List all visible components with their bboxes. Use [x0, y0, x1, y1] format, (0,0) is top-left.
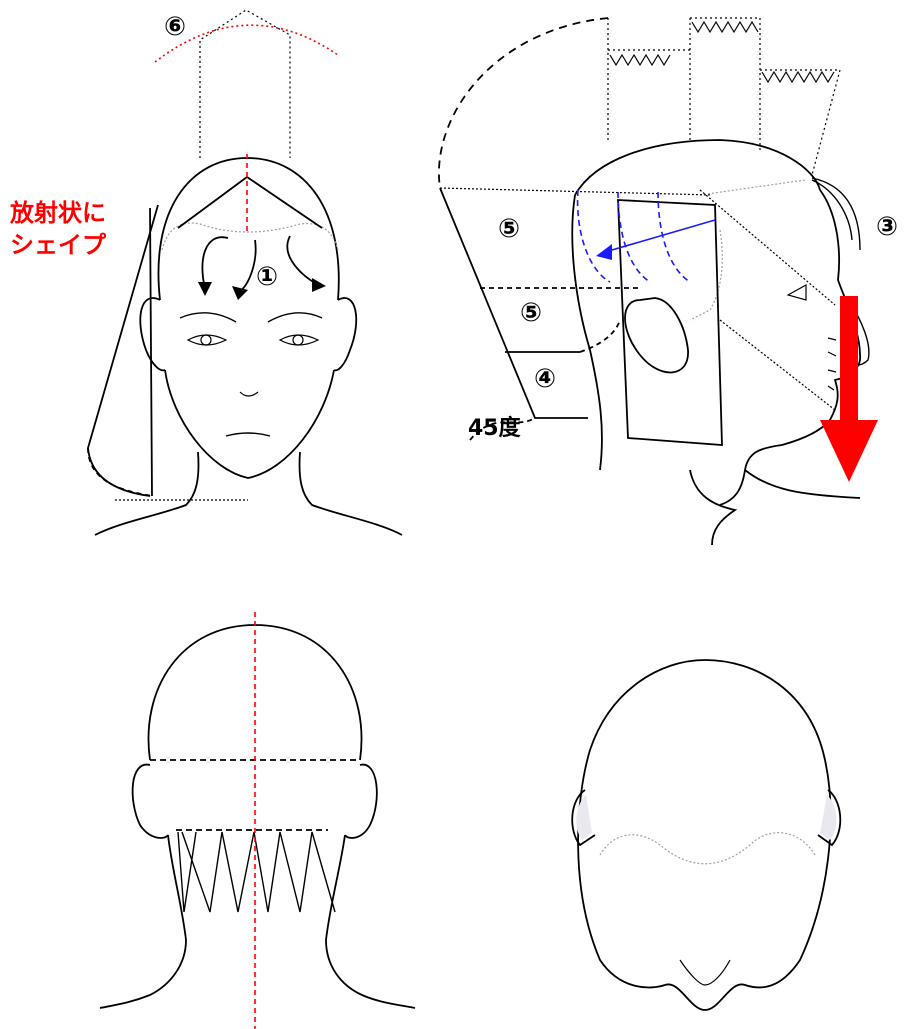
blue-dash-3 [657, 191, 691, 283]
radial-section-lines [177, 175, 323, 229]
crown-left-ear [571, 789, 596, 847]
front-mouth [225, 432, 271, 437]
side-head-outline [574, 139, 821, 196]
side-nape-dash [469, 417, 536, 441]
side-horizontal-guide [439, 187, 713, 196]
arrowhead-left [198, 282, 212, 296]
side-section-trapezoid [439, 187, 588, 419]
zigzag-3 [761, 70, 835, 84]
side-neck [719, 444, 861, 506]
angle-45-label: 45度 [468, 416, 521, 441]
back-view [99, 624, 416, 1009]
side-chin-ticks [827, 337, 837, 391]
back-zigzag-left [177, 831, 197, 913]
step-3-label: ③ [876, 212, 899, 242]
zigzag-2 [691, 20, 759, 34]
front-face [164, 369, 335, 479]
side-rect-box [617, 199, 723, 446]
crown-view [571, 659, 842, 1011]
curve-arrow-right [286, 235, 321, 287]
red-down-arrow [820, 296, 878, 482]
blue-arrowhead [596, 244, 612, 260]
side-back-of-head [571, 194, 603, 471]
side-diag-2 [719, 319, 836, 411]
crown-left-ear-fill [576, 795, 592, 840]
projection-col-2 [608, 18, 691, 140]
side-shape-dash [87, 447, 153, 497]
projection-col-4 [760, 69, 841, 176]
curve-arrow-mid [237, 239, 257, 294]
zigzag-1 [609, 53, 671, 67]
side-blue-guides [576, 189, 716, 283]
back-left-ear [131, 763, 169, 839]
crown-nape-detail [679, 959, 731, 986]
front-left-eyebrow [179, 312, 237, 323]
blue-dash-1 [576, 189, 611, 283]
step-1-label: ① [256, 262, 279, 292]
side-view [438, 17, 870, 546]
side-eye [786, 283, 807, 301]
side-elevation-arc [438, 17, 609, 189]
top-arc-guide [154, 24, 339, 63]
step-6-label: ⑥ [164, 12, 187, 42]
side-shoulder [689, 469, 738, 546]
crown-head-outline [577, 659, 832, 1011]
blue-dash-2 [617, 191, 651, 283]
step-5-top-label: ⑤ [498, 214, 521, 244]
front-neck [94, 451, 200, 536]
curve-arrow-left [201, 236, 229, 289]
front-right-eye [278, 334, 320, 346]
front-left-ear [139, 297, 166, 372]
back-right-ear [344, 763, 378, 839]
projection-col-3 [690, 17, 761, 150]
blue-arrow-line [604, 219, 716, 253]
back-right-side [325, 834, 416, 1009]
front-nose [239, 391, 259, 397]
front-projection-box [199, 9, 291, 158]
side-hair-strand [811, 177, 861, 251]
side-diag-1 [699, 189, 836, 306]
front-view [87, 9, 403, 536]
crown-right-ear [817, 789, 842, 847]
side-hairline [689, 179, 806, 321]
arrowhead-right [312, 278, 326, 292]
red-arrow-head [820, 420, 878, 482]
back-left-side [99, 834, 187, 1009]
front-neck-right [298, 451, 403, 536]
crown-right-ear-fill [820, 795, 837, 840]
radial-shape-note-line2: シェイプ [10, 231, 106, 259]
red-arrow-shaft [840, 296, 858, 422]
front-arrowheads [198, 278, 326, 300]
arrowhead-mid [232, 286, 248, 300]
back-zigzag [181, 831, 336, 913]
step-5-mid-label: ⑤ [520, 298, 543, 328]
step-4-label: ④ [534, 364, 557, 394]
front-left-eye [186, 334, 228, 346]
crown-hairline [599, 832, 816, 865]
front-right-ear [333, 297, 358, 372]
front-right-eyebrow [267, 312, 323, 323]
radial-shape-note-line1: 放射状に [10, 199, 106, 227]
side-shape-inner [149, 207, 153, 497]
side-ear [624, 297, 689, 374]
front-hairline [161, 222, 339, 251]
side-section-dash-curve [579, 319, 621, 353]
